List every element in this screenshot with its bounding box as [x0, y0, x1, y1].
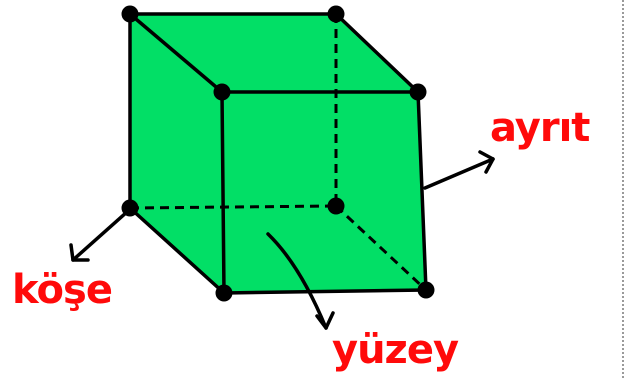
- vertex-dot: [409, 83, 427, 101]
- visible-edges: [128, 12, 428, 295]
- vertex-dot: [327, 5, 345, 23]
- edge-bottom-left: [128, 206, 226, 295]
- hidden-edge-back-bottom: [129, 204, 337, 210]
- face-label: yüzey: [332, 327, 459, 373]
- edge-front-right: [416, 90, 428, 292]
- arrow-to-edge-icon: [423, 150, 495, 190]
- vertex-dot: [417, 281, 435, 299]
- arrow-to-face-icon: [266, 232, 335, 330]
- vertices: [121, 5, 435, 302]
- vertex-dot: [215, 284, 233, 302]
- hidden-edge-bottom-right: [334, 204, 428, 292]
- arrow-to-vertex-icon: [69, 209, 130, 262]
- hidden-edges: [129, 14, 428, 292]
- edge-top-right: [334, 12, 420, 94]
- edge-label: ayrıt: [490, 105, 590, 151]
- vertex-dot: [213, 83, 231, 101]
- edge-top-left: [128, 12, 224, 94]
- page-divider: [622, 0, 624, 378]
- vertex-dot: [327, 197, 345, 215]
- vertex-dot: [121, 5, 139, 23]
- edge-front-bottom: [222, 288, 428, 295]
- edge-front-left: [220, 90, 226, 295]
- vertex-label: köşe: [12, 267, 113, 313]
- cube-body: [130, 14, 426, 293]
